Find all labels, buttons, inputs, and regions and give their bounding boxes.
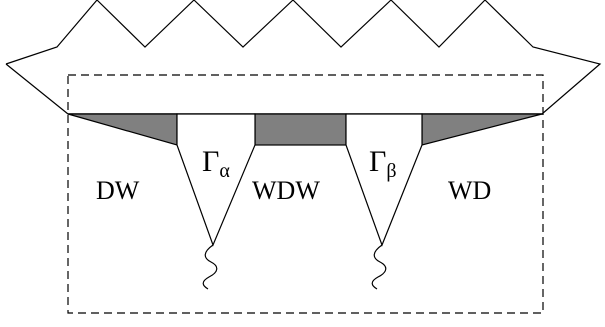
- dashed-frame: [67, 74, 544, 314]
- vertex-triangle-beta: [345, 113, 423, 247]
- vertex-triangle-alpha: [176, 113, 256, 247]
- zigzag-boundary: [5, 0, 602, 115]
- label-wd: WD: [448, 176, 491, 205]
- gamma-beta-sub: β: [386, 160, 396, 182]
- shaded-block-middle: [254, 113, 347, 146]
- label-wdw: WDW: [252, 176, 320, 205]
- gamma-alpha-main: Γ: [202, 145, 219, 178]
- label-dw: DW: [96, 176, 140, 205]
- gamma-alpha-sub: α: [219, 160, 230, 182]
- shaded-wedge-right: [421, 113, 543, 146]
- label-gamma-alpha: Γα: [202, 145, 230, 182]
- wavy-tail-alpha: [202, 244, 218, 290]
- shaded-wedge-left: [67, 113, 178, 146]
- label-gamma-beta: Γβ: [369, 145, 397, 182]
- wavy-tail-beta: [371, 244, 387, 290]
- gamma-beta-main: Γ: [369, 145, 386, 178]
